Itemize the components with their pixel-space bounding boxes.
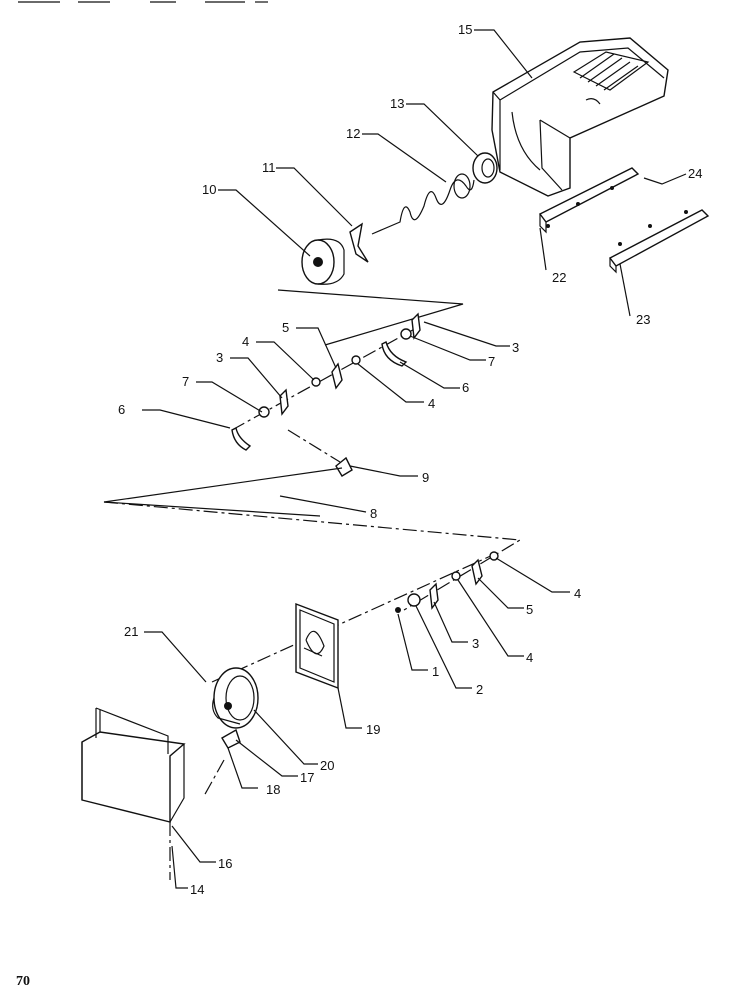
callout-13: 13 xyxy=(390,96,404,111)
callout-7: 7 xyxy=(488,354,495,369)
callout-24: 24 xyxy=(688,166,702,181)
upper-rail-part xyxy=(538,167,640,234)
callout-21: 21 xyxy=(124,624,138,639)
callout-labels: 15 13 12 11 10 24 22 23 5 3 4 3 7 7 6 6 … xyxy=(118,22,702,897)
callout-15: 15 xyxy=(458,22,472,37)
callout-5: 5 xyxy=(282,320,289,335)
cover-box-part xyxy=(81,707,225,880)
callout-19: 19 xyxy=(366,722,380,737)
callout-4: 4 xyxy=(428,396,435,411)
bearing-ring-part xyxy=(472,152,498,184)
crusher-blade-part xyxy=(349,222,369,263)
callout-18: 18 xyxy=(266,782,280,797)
lower-shaft-assembly xyxy=(211,551,499,683)
callout-1: 1 xyxy=(432,664,439,679)
callout-2: 2 xyxy=(476,682,483,697)
callout-4: 4 xyxy=(242,334,249,349)
callout-6: 6 xyxy=(462,380,469,395)
callout-3: 3 xyxy=(216,350,223,365)
callout-23: 23 xyxy=(636,312,650,327)
callout-3: 3 xyxy=(472,636,479,651)
callout-7: 7 xyxy=(182,374,189,389)
callout-17: 17 xyxy=(300,770,314,785)
callout-20: 20 xyxy=(320,758,334,773)
callout-5: 5 xyxy=(526,602,533,617)
callout-10: 10 xyxy=(202,182,216,197)
callout-4: 4 xyxy=(526,650,533,665)
callout-9: 9 xyxy=(422,470,429,485)
callout-8: 8 xyxy=(370,506,377,521)
middle-shaft-assembly xyxy=(231,312,421,477)
lower-rail-part xyxy=(608,209,710,274)
callout-16: 16 xyxy=(218,856,232,871)
ice-bucket-part xyxy=(491,37,669,197)
callout-leaders xyxy=(142,29,687,889)
callout-4: 4 xyxy=(574,586,581,601)
assembly-leader-lower xyxy=(103,467,343,517)
motor-housing-part xyxy=(212,667,259,749)
long-guide-line xyxy=(103,501,522,611)
auger-spring-part xyxy=(371,173,475,235)
page-number: 70 xyxy=(16,974,30,989)
callout-14: 14 xyxy=(190,882,204,897)
mounting-plate-part xyxy=(295,602,339,690)
drum-part xyxy=(301,238,345,285)
callout-11: 11 xyxy=(262,160,276,175)
callout-3: 3 xyxy=(512,340,519,355)
callout-6: 6 xyxy=(118,402,125,417)
callout-12: 12 xyxy=(346,126,360,141)
callout-22: 22 xyxy=(552,270,566,285)
assembly-leader xyxy=(277,289,464,346)
